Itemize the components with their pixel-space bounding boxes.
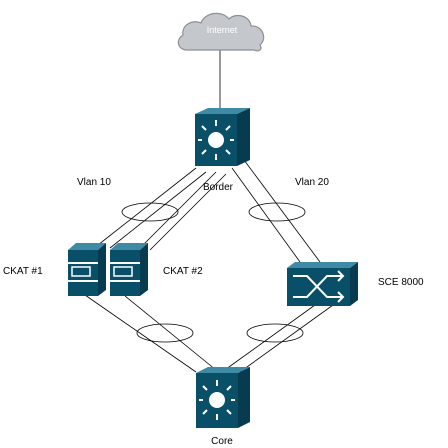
border-switch: Border [195,108,250,193]
link-sce-core-a [221,304,316,373]
ckat2-label: CKAT #2 [163,266,203,277]
core-switch: Core [196,367,250,447]
link-border-ckat2-b [149,173,227,251]
core-side [238,367,250,428]
vlan10-ellipse [121,202,179,222]
server-icon [68,262,98,282]
link-sce-core-b [239,299,341,373]
layer3-switch-icon [198,120,234,160]
border-top [195,108,250,114]
ckat2-front [110,250,140,296]
link-border-ckat1-b [109,171,207,249]
ckat2-top [110,243,148,250]
vlan10-label: Vlan 10 [77,177,111,188]
ckat1-label: CKAT #1 [3,266,43,277]
border-side [237,108,250,166]
sce-appliance-icon [293,270,345,303]
core-top [196,367,250,373]
sce-appliance: SCE 8000 [287,262,424,306]
sce-label: SCE 8000 [378,277,424,288]
vlan20-ellipse [248,202,306,222]
cloud-icon [177,12,265,52]
ckat2-side [140,243,148,296]
vlan20-label: Vlan 20 [295,177,329,188]
link-border-ckat1-a [97,167,197,246]
sce-top [287,262,358,268]
link-border-ckat2-a [139,171,217,249]
border-label: Border [203,182,234,193]
link-ckat-core-a [84,294,197,373]
ckat2-server: CKAT #2 [110,243,203,296]
ckat1-top [68,243,106,250]
sce-side [350,262,358,306]
layer3-switch-icon [199,380,235,420]
ckat1-side [98,243,106,296]
ckat1-front [68,250,98,296]
link-ckat-core-b [124,295,217,371]
ckat-core-ellipse [136,323,194,343]
link-border-sce-b [243,159,321,263]
core-label: Core [211,436,233,447]
sce-core-ellipse [246,323,304,343]
link-border-sce-a [231,167,301,263]
internet-cloud: Internet [177,12,265,52]
links [84,48,341,373]
ckat1-server: CKAT #1 [3,243,106,296]
cloud-label: Internet [207,25,238,35]
server-icon [110,262,140,282]
